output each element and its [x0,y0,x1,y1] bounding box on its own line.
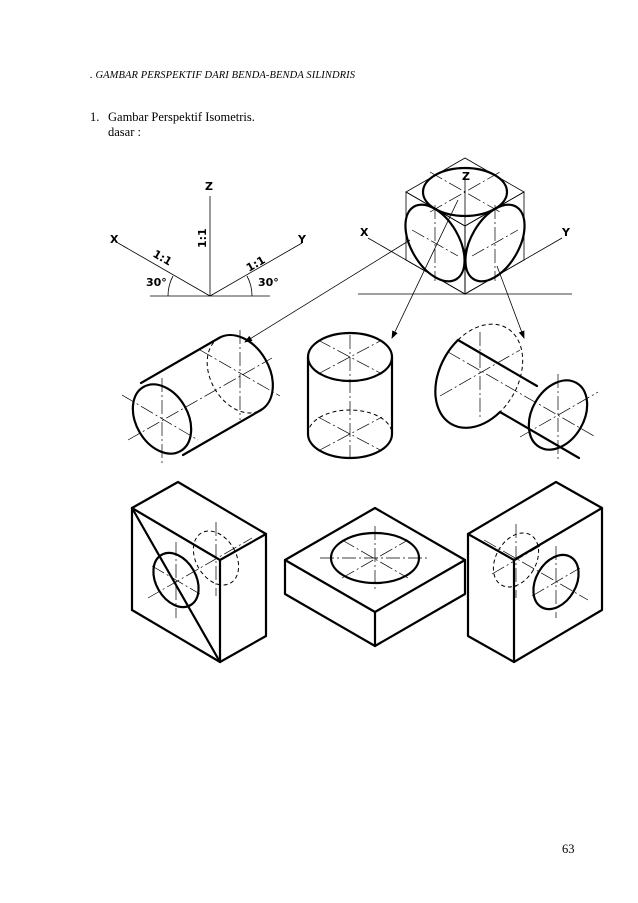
block-right-hole [532,553,580,611]
x-axis [117,242,211,297]
y-axis [209,242,303,297]
cylinder-vertical-centerline [317,416,383,452]
arrow-to-right-cylinder [496,265,525,339]
scale-y-label: 1:1 [244,253,268,274]
block-left-edge [218,532,268,562]
block-left-edge [130,506,222,562]
y-axis-label: Y [297,233,307,246]
block-right-centerline [531,567,581,597]
arrow-to-left-cylinder [244,239,411,343]
arrow-to-vertical-cylinder [391,199,459,339]
angle-right-label: 30° [258,276,279,289]
cylinder-vertical-centerline [317,416,383,452]
block-right-hidden-hole [492,532,540,588]
block-left-hole [152,551,200,609]
cube-centerline [471,229,519,257]
block-left [130,480,268,664]
cylinder-right-edge [498,410,581,460]
cylinder-left-hidden-arc [206,337,262,414]
cube-right-circle [464,203,526,283]
cube-centerline [429,171,501,213]
cylinder-left-centerline [127,357,273,441]
cube-z-label: Z [462,170,470,183]
block-right-outline [466,480,604,664]
block-middle-centerline [341,539,409,579]
cube-x-label: X [360,226,369,239]
block-right [466,480,604,664]
block-left-outline [130,480,268,664]
scale-z-label: 1:1 [196,228,209,248]
cube-centerline [411,229,459,257]
section-item: 1. Gambar Perspektif Isometris. dasar : [90,110,255,140]
z-axis-label: Z [205,180,213,193]
block-middle [283,506,467,648]
page-header: . GAMBAR PERSPEKTIF DARI BENDA-BENDA SIL… [90,70,356,81]
block-left-centerline [147,537,253,599]
cylinder-left-centerline [121,394,199,441]
cylinder-right-centerline [439,349,521,397]
block-right-edge [512,506,604,562]
cylinder-left-edge [181,408,263,457]
block-left-edge [130,608,222,664]
scale-x-label: 1:1 [151,247,175,268]
isometric-cube-diagram: Z X Y [358,157,572,295]
angle-arc-right [246,275,253,297]
x-axis-label: X [110,233,119,246]
cylinder-left [121,330,281,466]
block-middle-top-edge [283,558,467,614]
cylinder-left-edge [139,336,221,385]
cylinder-right-centerline [447,351,595,437]
cylinder-right-centerline [519,391,599,438]
block-right-centerline [491,545,541,575]
cylinder-left-front-face [131,383,193,455]
cylinder-left-centerline [199,349,281,397]
block-left-hidden-hole [192,530,240,586]
cylinder-vertical [306,331,394,462]
isometric-axes-diagram: Z X Y 1:1 1:1 1:1 30° 30° [110,180,307,297]
cylinder-left-back-arc [217,333,274,412]
item-title: Gambar Perspektif Isometris. [108,110,255,124]
cube-y-axis [464,237,563,295]
cube-y-label: Y [561,226,571,239]
cylinder-right [434,323,599,462]
block-left-centerline [151,565,201,595]
cylinder-vertical-centerline [317,339,383,375]
angle-arc-left [167,275,174,297]
item-number: 1. [90,110,100,124]
block-right-edge [466,532,516,562]
cylinder-right-back-arc [434,338,502,429]
item-subtext: dasar : [108,125,141,139]
block-middle-centerline [341,539,409,579]
page-number: 63 [562,842,575,856]
angle-left-label: 30° [146,276,167,289]
block-middle-outline [283,506,467,648]
cylinder-vertical-centerline [317,339,383,375]
cube-x-axis [367,237,466,295]
cube-left-circle [404,203,466,283]
block-right-centerline [483,539,589,601]
cylinder-right-hidden-arc [457,323,524,413]
